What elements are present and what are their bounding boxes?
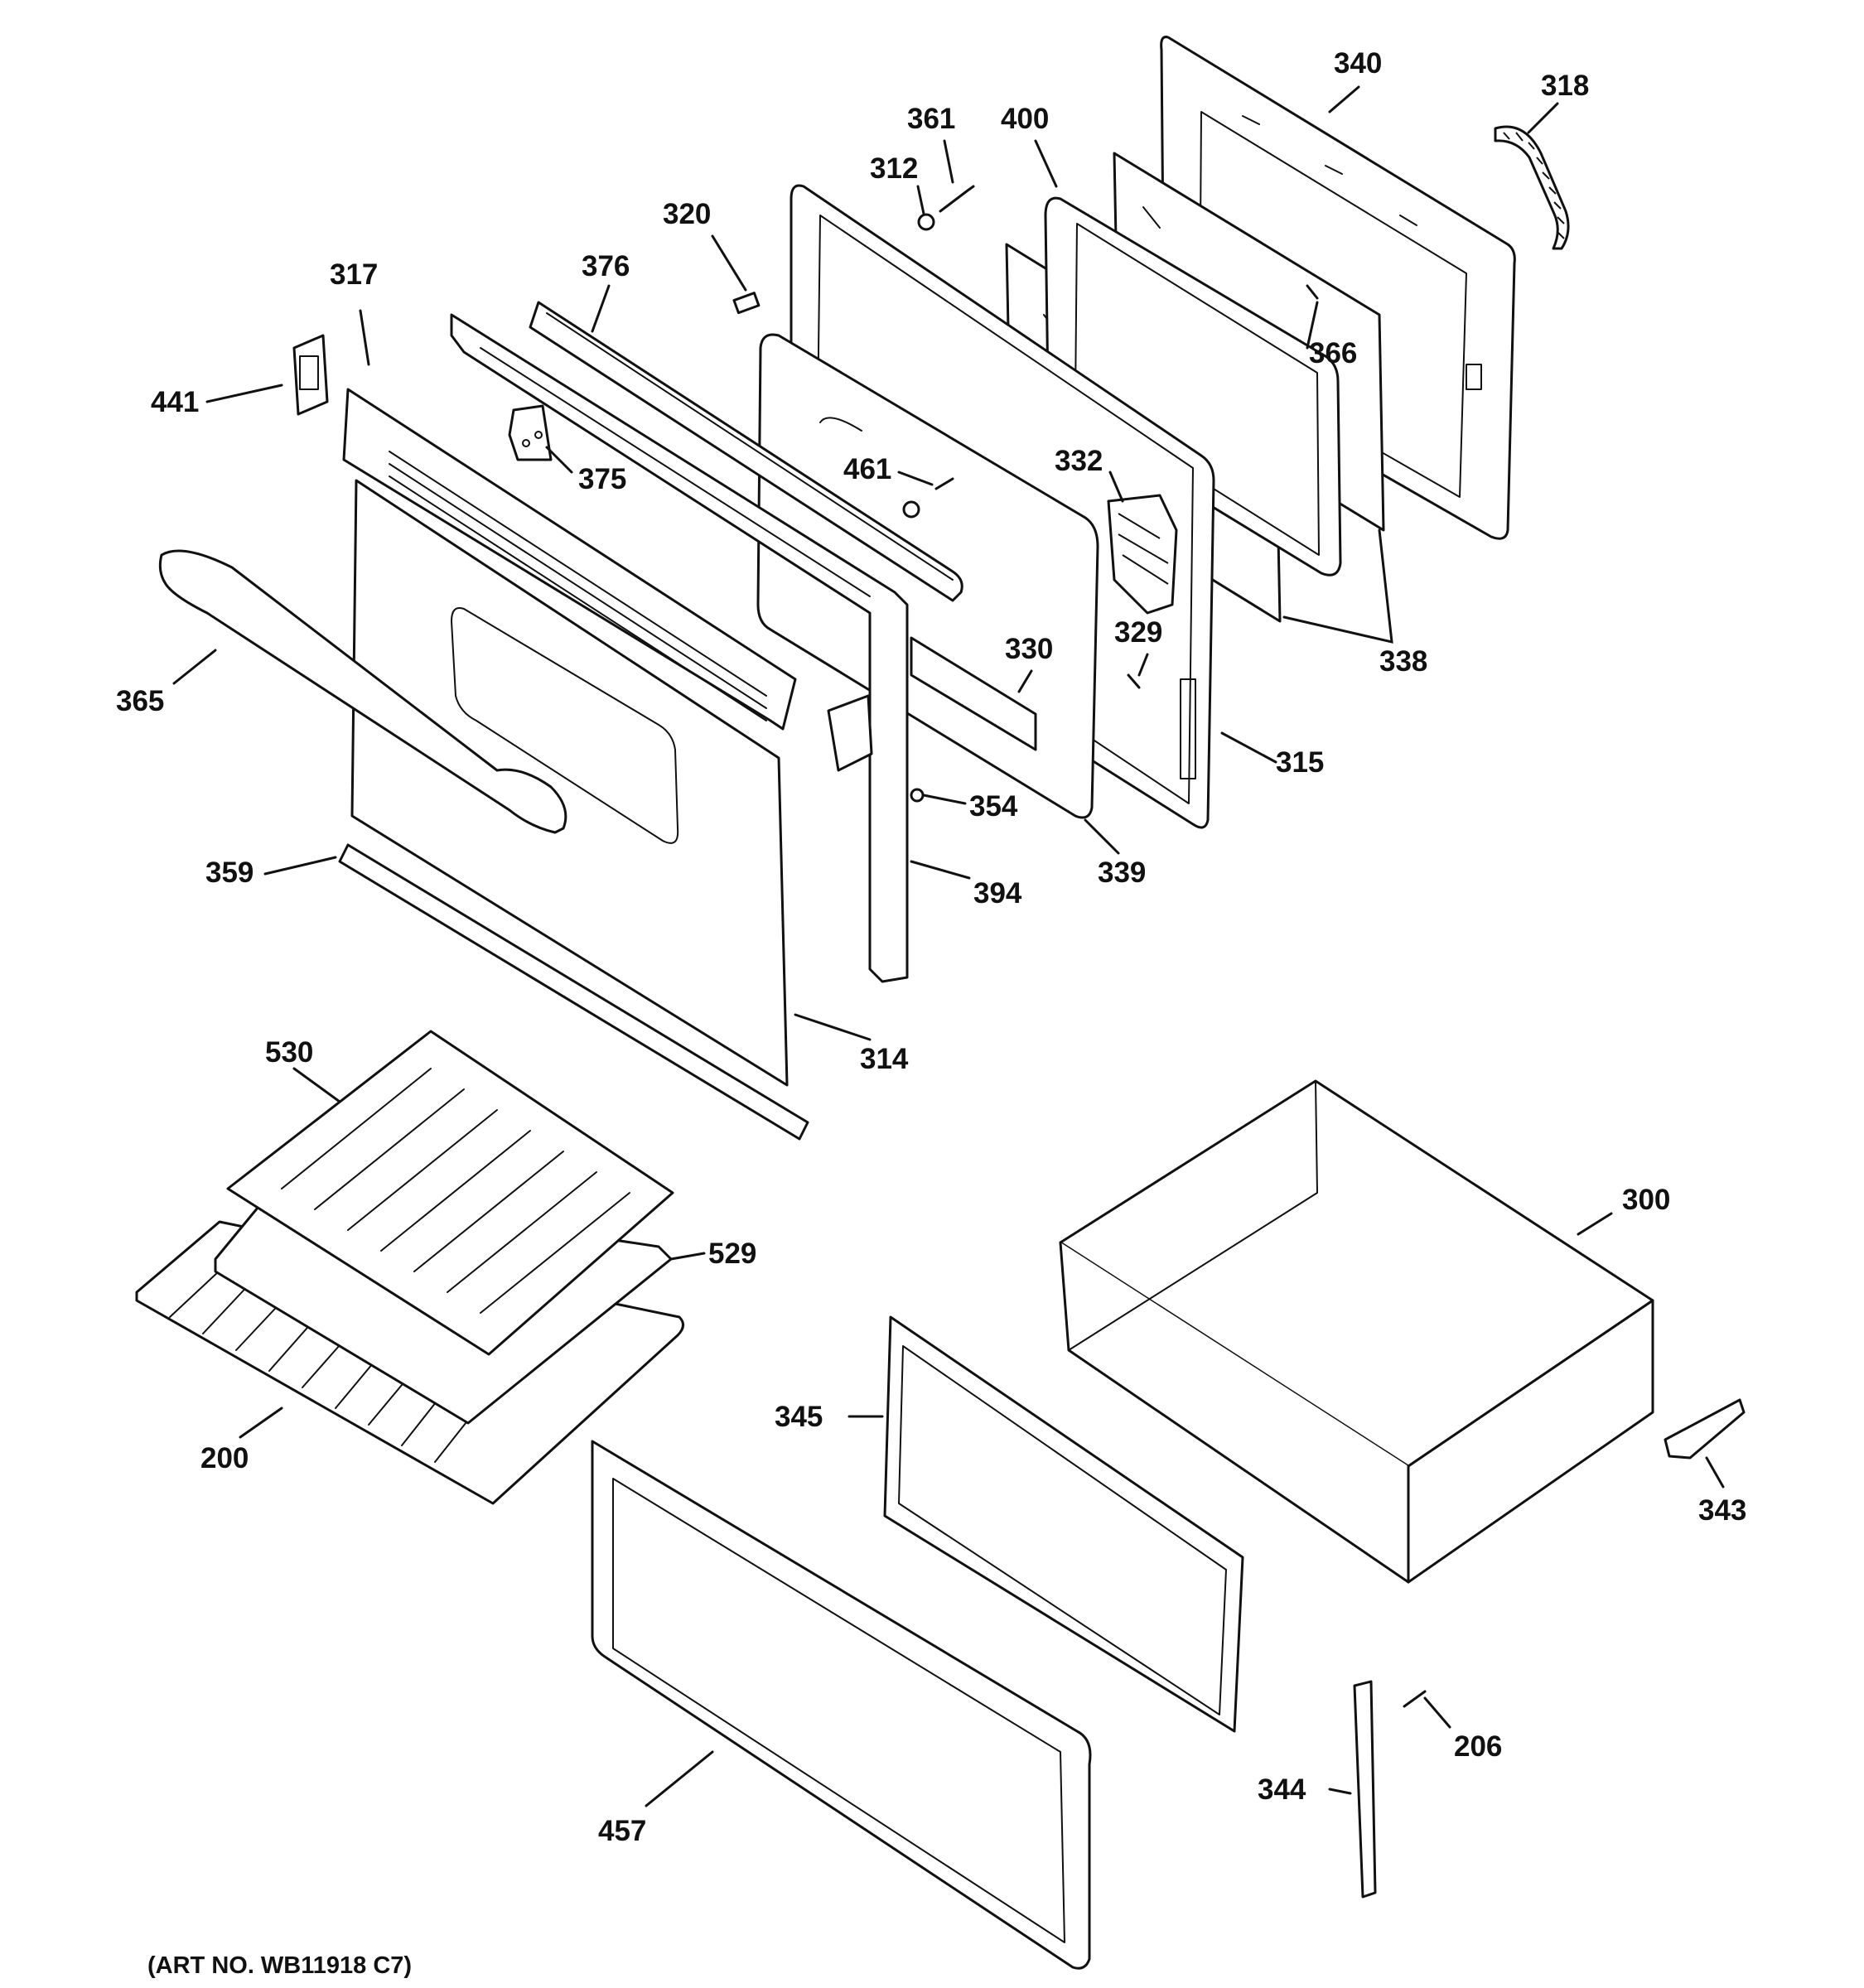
callout-344: 344 [1258,1773,1306,1806]
part-330-window-trim [910,636,1037,751]
callout-461: 461 [843,453,891,485]
leader-lines [172,85,1725,1807]
callout-457: 457 [598,1815,646,1847]
part-457-drawer-front [591,1440,1092,1970]
callout-340: 340 [1334,47,1382,80]
callout-359: 359 [205,856,254,889]
callout-315: 315 [1276,746,1324,779]
callout-365: 365 [116,685,164,717]
part-206-screw [1403,1690,1427,1708]
callout-343: 343 [1698,1494,1746,1527]
part-hinge-bracket [827,694,873,772]
part-361-screw [939,185,975,213]
part-461-screw [902,477,954,519]
part-340-door-liner [1160,36,1516,540]
callout-200: 200 [200,1442,249,1474]
part-376-door-trim [529,301,963,602]
part-530-broiler-grid [226,1030,674,1356]
part-320-clip [732,292,761,315]
callout-376: 376 [582,250,630,282]
callout-320: 320 [663,198,711,230]
part-354-screw [910,788,925,803]
callout-332: 332 [1055,445,1103,477]
part-332-insulation [1107,494,1178,615]
part-329-screw [1127,673,1141,689]
part-394-side-frame [450,313,909,983]
callout-375: 375 [578,463,626,495]
callout-318: 318 [1541,70,1589,102]
callout-317: 317 [330,258,378,291]
part-317-vent-trim [342,388,797,731]
callout-339: 339 [1098,856,1146,889]
callout-354: 354 [969,790,1018,823]
part-300-drawer-body [1059,1079,1654,1584]
part-366-screw [1306,284,1319,300]
callout-329: 329 [1114,616,1162,649]
part-400-window-pack [1044,196,1342,577]
part-344-rail [1353,1680,1377,1899]
art-number: (ART NO. WB11918 C7) [147,1952,412,1979]
callout-314: 314 [860,1043,909,1075]
callout-labels: 340 318 361 400 312 320 376 317 441 375 … [116,47,1746,1847]
callout-206: 206 [1454,1730,1502,1763]
callout-345: 345 [775,1401,823,1433]
callout-300: 300 [1622,1184,1670,1216]
callout-366: 366 [1309,337,1357,369]
callout-338: 338 [1379,645,1427,678]
callout-312: 312 [870,152,918,185]
callout-441: 441 [151,386,199,418]
callout-394: 394 [973,877,1022,910]
callout-400: 400 [1001,103,1049,135]
part-365-door-handle [158,549,567,834]
part-318-gasket [1494,125,1570,250]
part-359-bottom-trim [338,843,809,1141]
callout-330: 330 [1005,633,1053,665]
part-375-bracket [508,404,553,461]
callout-530: 530 [265,1036,313,1069]
callout-529: 529 [708,1238,756,1270]
callout-361: 361 [907,103,955,135]
part-441-hinge-cover [292,334,329,416]
part-345-drawer-panel [883,1315,1244,1733]
part-343-drawer-glide [1664,1398,1746,1460]
part-312-nut [917,213,935,231]
